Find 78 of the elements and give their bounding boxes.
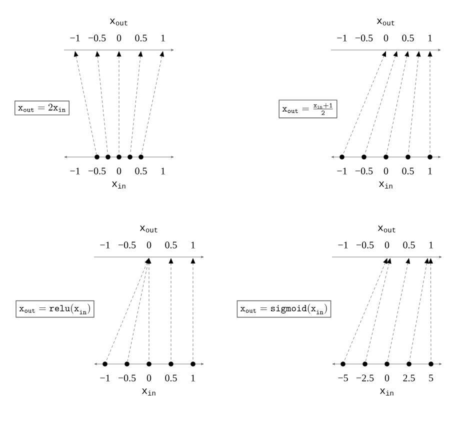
formula-box: $\mathtt{x}_{\mathtt{out}}=\mathtt{relu(x}_{\mathtt{in}}\mathtt{)}$ (16, 300, 94, 318)
dashed-arrow (428, 258, 433, 362)
data-point (406, 154, 410, 160)
tick-label: 1 (161, 168, 165, 174)
number-line (94, 362, 204, 366)
tick-label: −1 (70, 168, 80, 174)
tick-label: −0.5 (118, 374, 136, 382)
dashed-arrow (190, 258, 196, 362)
data-point (406, 362, 412, 366)
axis-label: x$_{in}$ (112, 182, 126, 188)
dashed-arrow (130, 51, 143, 154)
data-point (116, 154, 122, 160)
number-line (330, 48, 441, 52)
tick-label: 2.5 (403, 374, 415, 382)
tick-label: −0.5 (355, 168, 373, 174)
axis-label: x$_{out}$ (140, 226, 158, 232)
data-point (362, 362, 368, 366)
axis-label: x$_{out}$ (378, 226, 396, 232)
dashed-arrow (74, 51, 97, 154)
tick-label: 0.5 (135, 168, 147, 174)
data-point (362, 154, 366, 160)
axis-label: x$_{out}$ (110, 18, 128, 26)
dashed-arrow (344, 258, 388, 362)
axis-label: x$_{in}$ (142, 388, 156, 396)
tick-label: 1 (428, 168, 432, 174)
data-point (428, 362, 434, 366)
dashed-arrow (364, 51, 398, 154)
number-line (332, 362, 442, 366)
tick-label: 0 (116, 168, 122, 174)
dashed-arrow (428, 51, 432, 154)
dashed-arrow (366, 258, 392, 362)
axis-label: x$_{out}$ (376, 18, 394, 26)
dashed-arrow (408, 51, 421, 154)
tick-label: −5 (338, 374, 348, 382)
data-point (138, 154, 144, 160)
dashed-arrow (141, 51, 164, 154)
number-line (64, 156, 174, 158)
tick-label: 1 (191, 374, 195, 382)
data-point (428, 154, 432, 160)
data-point (384, 154, 388, 160)
dashed-arrow (116, 51, 122, 154)
data-point (102, 362, 108, 366)
dashed-arrow (409, 258, 429, 362)
number-line (332, 256, 442, 258)
data-point (340, 154, 344, 160)
tick-label: 5 (429, 374, 434, 382)
tick-label: 0.5 (402, 168, 414, 174)
formula-box: $\mathtt{x}_{\mathtt{out}}=2\mathtt{x}_{\mathtt{in}}$ (14, 100, 70, 116)
number-line (94, 256, 204, 258)
tick-label: 0.5 (165, 374, 177, 382)
dashed-arrow (168, 258, 174, 362)
data-point (94, 154, 100, 160)
dashed-arrow (387, 258, 410, 362)
formula-box: $\mathtt{x}_{\mathtt{out}}=\frac{\mathtt{x}_{\mathtt{in}}\mathtt{+1}}{\mathtt{2}}$ (278, 100, 338, 118)
dashed-arrow (386, 51, 410, 154)
tick-label: 0 (384, 374, 390, 382)
data-point (168, 362, 174, 366)
number-line (64, 48, 174, 52)
formula-box: $\mathtt{x}_{\mathtt{out}}=\mathtt{sigmoid(x}_{\mathtt{in}}\mathtt{)}$ (236, 300, 332, 318)
tick-label: −0.5 (88, 168, 106, 174)
data-point (146, 362, 152, 366)
axis-label: x$_{in}$ (379, 182, 392, 188)
data-point (124, 362, 130, 366)
data-point (384, 362, 390, 366)
axis-label: x$_{in}$ (380, 388, 394, 396)
tick-label: 0 (146, 374, 152, 382)
tick-label: −2.5 (356, 374, 374, 382)
dashed-arrow (343, 51, 386, 154)
dashed-arrow (95, 51, 108, 154)
data-point (190, 362, 196, 366)
number-line (331, 156, 441, 158)
data-point (128, 154, 132, 160)
tick-label: −1 (100, 374, 110, 382)
dashed-arrow (146, 258, 152, 362)
data-point (340, 362, 346, 366)
tick-label: −1 (337, 168, 347, 174)
tick-label: 0 (384, 168, 388, 174)
data-point (106, 154, 110, 160)
